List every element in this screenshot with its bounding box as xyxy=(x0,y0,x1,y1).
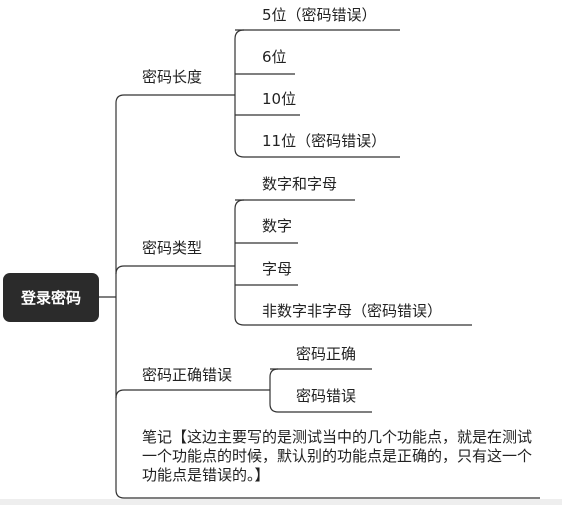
leaf-node[interactable]: 6位 xyxy=(262,48,287,66)
branch-joint-type xyxy=(115,265,125,275)
branch-joint-correctness xyxy=(115,389,125,399)
branch-bracket-length xyxy=(234,29,245,158)
leaf-node[interactable]: 10位 xyxy=(262,90,297,108)
leaf-node[interactable]: 密码错误 xyxy=(296,387,357,405)
branch-bracket-correctness xyxy=(269,368,279,413)
note-node[interactable]: 笔记【这边主要写的是测试当中的几个功能点，就是在测试一个功能点的时候，默认别的功… xyxy=(142,428,533,484)
leaf-node[interactable]: 密码正确 xyxy=(296,345,357,363)
root-node[interactable]: 登录密码 xyxy=(3,273,99,322)
main-trunk xyxy=(115,94,540,499)
leaf-node[interactable]: 数字 xyxy=(262,217,293,235)
leaf-node[interactable]: 11位（密码错误） xyxy=(262,132,387,150)
branch-bracket-type xyxy=(234,199,245,326)
leaf-node[interactable]: 5位（密码错误） xyxy=(262,6,377,24)
branch-node-type[interactable]: 密码类型 xyxy=(142,239,203,257)
leaf-node[interactable]: 字母 xyxy=(262,260,293,278)
branch-node-correctness[interactable]: 密码正确错误 xyxy=(142,366,233,384)
branch-node-length[interactable]: 密码长度 xyxy=(142,68,203,86)
bottom-scroll-strip xyxy=(0,499,562,505)
leaf-node[interactable]: 非数字非字母（密码错误） xyxy=(262,302,443,320)
leaf-node[interactable]: 数字和字母 xyxy=(262,175,338,193)
